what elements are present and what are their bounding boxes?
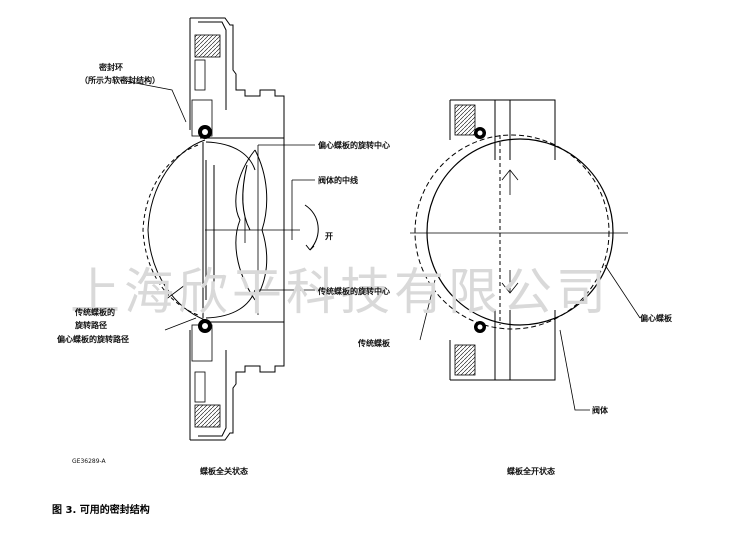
top-bolt: [191, 34, 221, 137]
traditional-disc-path: [142, 144, 199, 316]
seal-ring-bottom: [198, 319, 212, 333]
eccentric-disc-circle: [426, 138, 614, 326]
center-lines: [119, 79, 315, 331]
figure-caption: 图 3. 可用的密封结构: [52, 505, 150, 516]
eccentric-disc-label: 偏心蝶板: [640, 314, 672, 323]
open-state-caption: 蝶板全开状态: [507, 467, 555, 476]
right-center-lines: [410, 169, 641, 411]
shaft-hatch: [454, 104, 476, 376]
traditional-path-label-1: 传统蝶板的: [75, 308, 115, 317]
open-label: 开: [325, 232, 333, 241]
eccentric-path-label: 偏心蝶板的旋转路径: [57, 335, 129, 344]
watermark: 上海欣平科技有限公司: [70, 263, 610, 321]
traditional-disc-label: 传统蝶板: [358, 339, 390, 348]
closed-state-caption: 蝶板全关状态: [200, 467, 248, 476]
bottom-bolt: [191, 324, 221, 428]
seal-ring-right: [474, 127, 486, 333]
seal-label-line1: 密封环: [99, 63, 123, 72]
valve-body-front-view: [449, 99, 556, 381]
seal-ring-top: [198, 125, 212, 139]
valve-centerline-label: 阀体的中线: [318, 176, 358, 185]
traditional-disc-circle: [414, 134, 610, 330]
seal-label-line2: （所示为软密封结构）: [80, 76, 160, 85]
traditional-path-label-2: 旋转路径: [75, 321, 107, 330]
traditional-center-label: 传统蝶板的旋转中心: [318, 287, 390, 296]
eccentric-center-label: 偏心蝶板的旋转中心: [318, 141, 390, 150]
valve-body-label: 阀体: [592, 406, 608, 415]
figure-code: GE36289-A: [72, 458, 106, 465]
open-direction-arrow: [304, 204, 319, 251]
